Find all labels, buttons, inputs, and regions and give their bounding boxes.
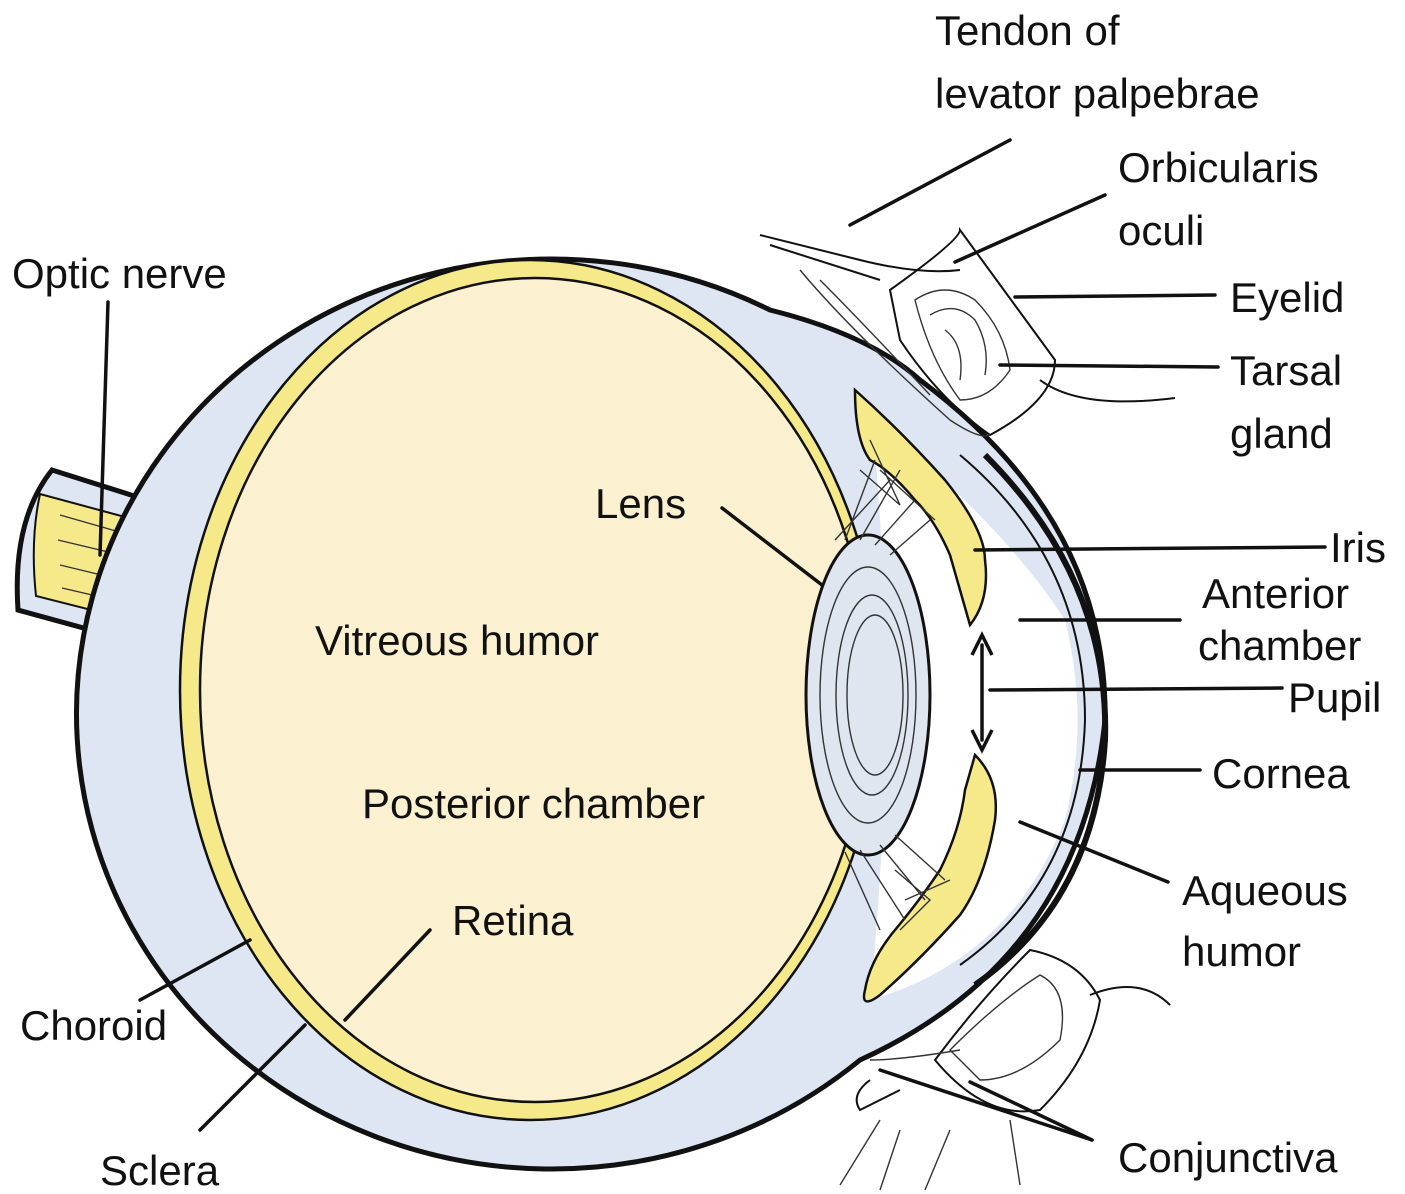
leader-conjunctiva-a [970, 1082, 1092, 1140]
leader-tendon [850, 140, 1010, 225]
label-tendon-2: levator palpebrae [935, 70, 1260, 117]
label-orbicularis-1: Orbicularis [1118, 144, 1319, 191]
label-pupil: Pupil [1288, 674, 1381, 721]
label-iris: Iris [1330, 524, 1386, 571]
label-sclera: Sclera [100, 1147, 220, 1194]
label-posterior-chamber: Posterior chamber [362, 780, 705, 827]
leader-tarsal [1000, 365, 1218, 367]
leader-eyelid [1015, 295, 1215, 297]
leader-conjunctiva-b [880, 1070, 1092, 1140]
label-anterior-2: chamber [1198, 622, 1361, 669]
label-tarsal-2: gland [1230, 410, 1333, 457]
vitreous-body [200, 278, 870, 1102]
label-orbicularis-2: oculi [1118, 207, 1204, 254]
leader-orbicularis [955, 195, 1105, 262]
eyeball [77, 259, 1106, 1169]
label-anterior-1: Anterior [1202, 570, 1349, 617]
label-aqueous-2: humor [1182, 928, 1301, 975]
leader-pupil [990, 688, 1282, 690]
label-cornea: Cornea [1212, 750, 1350, 797]
label-aqueous-1: Aqueous [1182, 867, 1348, 914]
label-optic-nerve: Optic nerve [12, 250, 227, 297]
label-eyelid: Eyelid [1230, 274, 1344, 321]
label-retina: Retina [452, 897, 574, 944]
label-tendon-1: Tendon of [935, 7, 1120, 54]
label-lens: Lens [595, 480, 686, 527]
label-tarsal-1: Tarsal [1230, 347, 1342, 394]
label-choroid: Choroid [20, 1002, 167, 1049]
label-conjunctiva: Conjunctiva [1118, 1134, 1338, 1181]
label-vitreous-humor: Vitreous humor [315, 617, 599, 664]
